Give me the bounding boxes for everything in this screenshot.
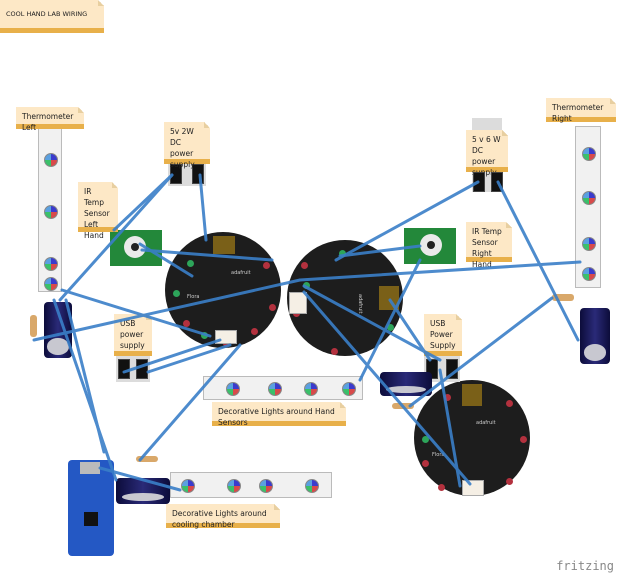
wire [338, 244, 422, 258]
led [268, 382, 282, 396]
led [582, 191, 596, 205]
title-note: COOL HAND LAB WIRING [0, 0, 104, 33]
usb-right-label: USB Power Supply [430, 319, 456, 350]
led [582, 237, 596, 251]
resistor-right[interactable] [552, 294, 574, 301]
flora-silk: Flora [187, 294, 200, 300]
led [304, 382, 318, 396]
deco-hands-label: Decorative Lights around Hand Sensors [218, 407, 335, 427]
led [181, 479, 195, 493]
led [227, 479, 241, 493]
wire [408, 296, 554, 408]
led [44, 153, 58, 167]
led [342, 382, 356, 396]
flora-board-right[interactable]: Flora adafruit [414, 380, 530, 496]
jst-connector [462, 480, 484, 496]
wire [496, 180, 580, 342]
flora-silk: Flora [432, 452, 445, 458]
ir-left-note: IR Temp Sensor Left Hand [78, 182, 118, 240]
usb-right-note: USB Power Supply [424, 314, 462, 356]
feather-board[interactable] [68, 460, 114, 556]
psu-left-terminal [170, 164, 182, 184]
wire [146, 343, 232, 374]
ir-right-note: IR Temp Sensor Right Hand [466, 222, 512, 269]
resistor-left[interactable] [30, 315, 37, 337]
thermometer-left-label: Thermometer Left [22, 112, 74, 132]
wire [122, 338, 222, 374]
wire [198, 173, 208, 242]
wire [138, 343, 242, 462]
wire [302, 290, 472, 486]
flora-board-center[interactable]: adafruit [287, 240, 403, 356]
diagram-title: COOL HAND LAB WIRING [6, 10, 88, 18]
fritzing-logo: fritzing [556, 559, 614, 573]
wire [140, 248, 274, 262]
wire [298, 260, 582, 282]
flora-brand: adafruit [476, 420, 496, 426]
wire [32, 278, 302, 342]
ir-left-label: IR Temp Sensor Left Hand [84, 187, 110, 240]
wire [438, 368, 462, 488]
led [226, 382, 240, 396]
capacitor-center[interactable] [380, 372, 432, 396]
flora-brand: adafruit [357, 294, 363, 314]
usb-port [80, 462, 100, 474]
wire [98, 466, 182, 492]
wire [58, 173, 174, 302]
psu-left-label: 5v 2W DC power supply [170, 127, 195, 169]
resistor-bottom[interactable] [136, 456, 158, 462]
thermometer-left-note: Thermometer Left [16, 107, 84, 132]
psu-left-note: 5v 2W DC power supply [164, 122, 210, 169]
capacitor-bottom[interactable] [116, 478, 170, 504]
wire [358, 258, 422, 382]
thermometer-right-label: Thermometer Right [552, 103, 604, 123]
led [44, 257, 58, 271]
usb-left-label: USB power supply [120, 319, 145, 350]
deco-hands-note: Decorative Lights around Hand Sensors [212, 402, 346, 427]
flora-brand: adafruit [231, 270, 251, 276]
flora-connector [462, 384, 482, 406]
ir-sensor-lens [124, 236, 146, 258]
led [582, 147, 596, 161]
led [44, 205, 58, 219]
jst-connector [289, 292, 307, 314]
led [44, 277, 58, 291]
led [305, 479, 319, 493]
flora-connector [213, 236, 235, 254]
thermometer-right-note: Thermometer Right [546, 98, 616, 123]
ir-right-label: IR Temp Sensor Right Hand [472, 227, 502, 269]
capacitor-right[interactable] [580, 308, 610, 364]
ir-sensor-lens [420, 234, 442, 256]
thermometer-left-strip[interactable] [38, 128, 62, 292]
wire [138, 242, 194, 278]
deco-chamber-label: Decorative Lights around cooling chamber [172, 509, 267, 529]
deco-chamber-strip[interactable] [170, 472, 332, 498]
psu-right-note: 5 v 6 W DC power supply [466, 130, 508, 177]
wire [60, 288, 212, 338]
deco-chamber-note: Decorative Lights around cooling chamber [166, 504, 280, 529]
led [582, 267, 596, 281]
wire [334, 180, 480, 262]
mcu-chip [84, 512, 98, 526]
led [259, 479, 273, 493]
wire [52, 298, 118, 482]
wire [302, 284, 442, 362]
deco-hands-strip[interactable] [203, 376, 363, 400]
